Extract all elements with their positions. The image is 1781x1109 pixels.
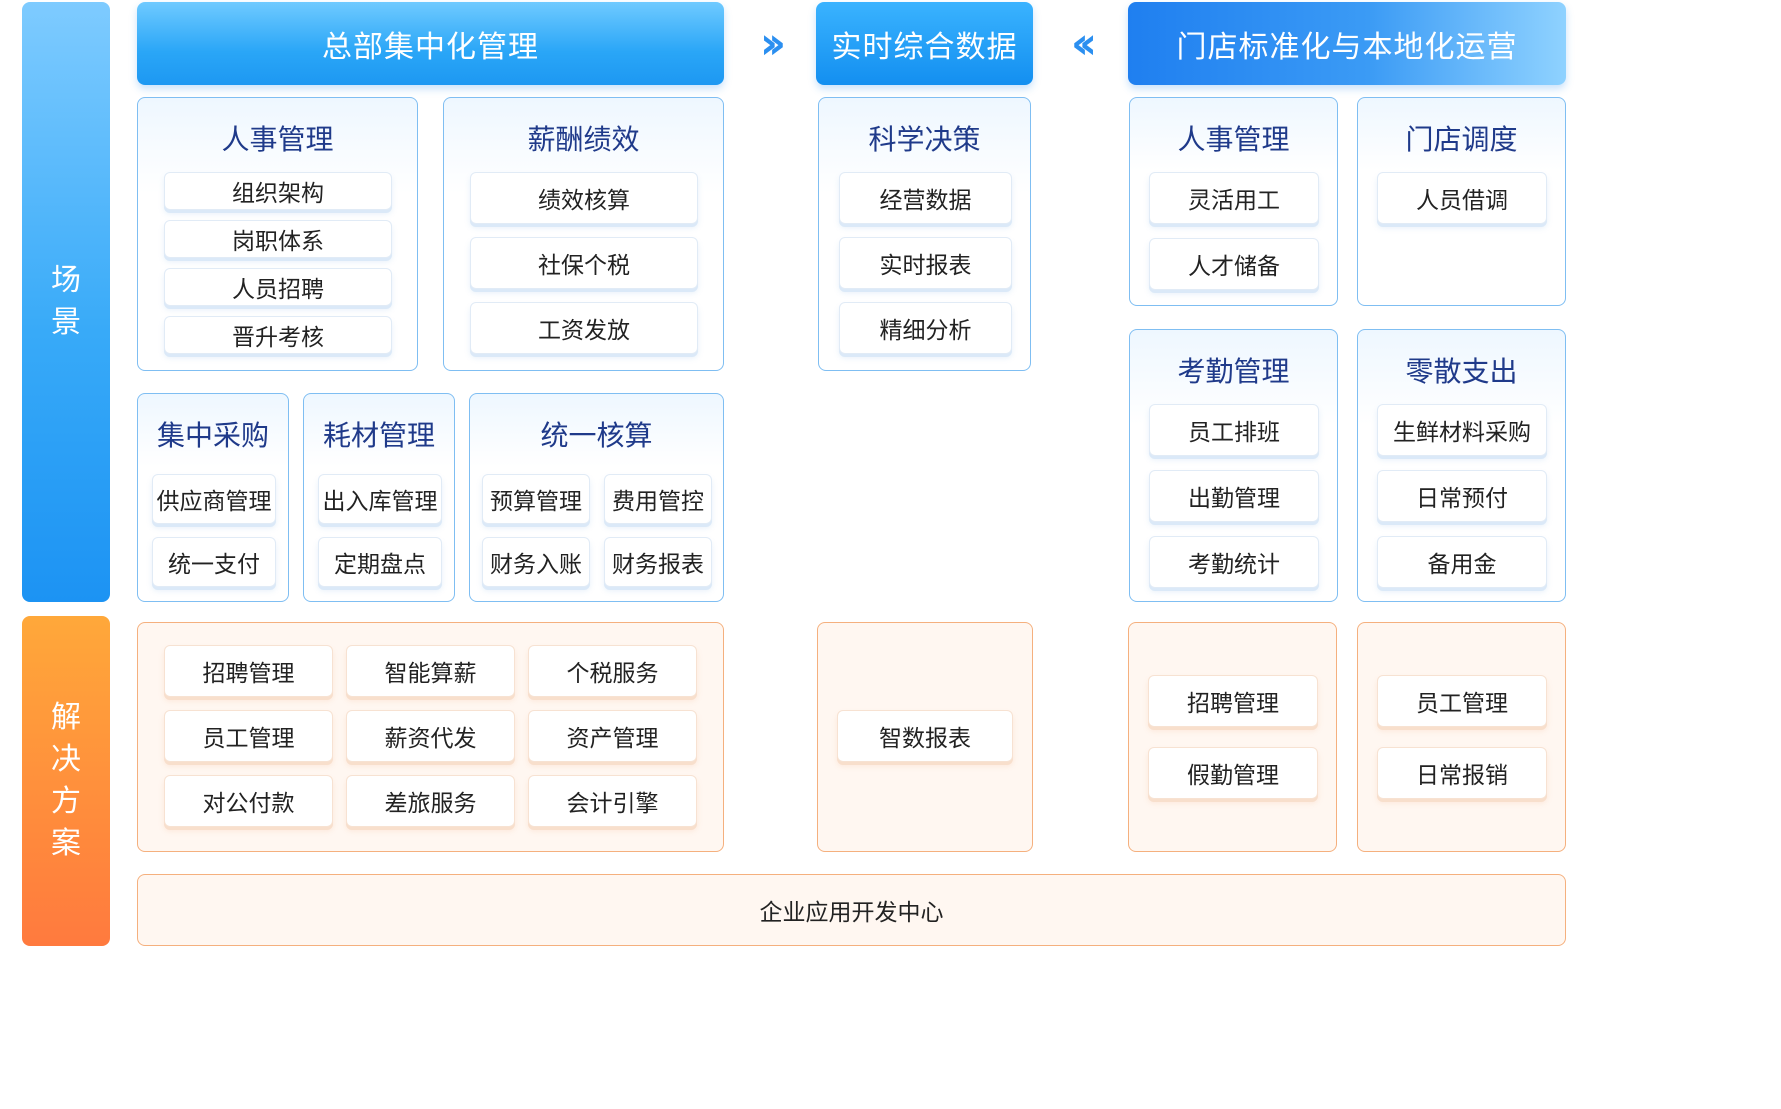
item-button[interactable]: 供应商管理 (152, 474, 276, 524)
item-button[interactable]: 人才储备 (1149, 238, 1319, 290)
item-button[interactable]: 经营数据 (839, 172, 1012, 224)
solution-card-store-a: 招聘管理 假勤管理 (1128, 622, 1337, 852)
item-button[interactable]: 组织架构 (164, 172, 392, 210)
item-button[interactable]: 生鲜材料采购 (1377, 404, 1547, 456)
solution-card-hq: 招聘管理 智能算薪 个税服务 员工管理 薪资代发 资产管理 对公付款 差旅服务 … (137, 622, 724, 852)
solution-button[interactable]: 日常报销 (1377, 747, 1547, 799)
item-button[interactable]: 日常预付 (1377, 470, 1547, 522)
card-store-expense: 零散支出 生鲜材料采购 日常预付 备用金 (1357, 329, 1566, 602)
card-title: 零散支出 (1405, 355, 1518, 388)
solution-card-store-b: 员工管理 日常报销 (1357, 622, 1566, 852)
card-title: 门店调度 (1405, 123, 1518, 156)
solution-button[interactable]: 智能算薪 (346, 645, 515, 697)
item-button[interactable]: 统一支付 (152, 537, 276, 587)
header-hq: 总部集中化管理 (137, 2, 724, 85)
scene-char: 场 (51, 263, 81, 298)
card-title: 考勤管理 (1177, 355, 1290, 388)
solution-button[interactable]: 差旅服务 (346, 775, 515, 827)
card-title: 集中采购 (156, 419, 269, 452)
item-button[interactable]: 定期盘点 (318, 537, 442, 587)
solution-button[interactable]: 招聘管理 (164, 645, 333, 697)
card-title: 统一核算 (540, 419, 653, 452)
solution-button[interactable]: 招聘管理 (1148, 675, 1318, 727)
item-button[interactable]: 备用金 (1377, 536, 1547, 588)
solution-char: 案 (51, 826, 81, 861)
solution-button[interactable]: 员工管理 (1377, 675, 1547, 727)
solution-button[interactable]: 智数报表 (837, 710, 1013, 762)
solution-button[interactable]: 薪资代发 (346, 710, 515, 762)
card-store-dispatch: 门店调度 人员借调 (1357, 97, 1566, 306)
card-title: 人事管理 (1177, 123, 1290, 156)
item-button[interactable]: 财务报表 (604, 537, 712, 587)
solution-button[interactable]: 对公付款 (164, 775, 333, 827)
scene-char: 景 (51, 305, 81, 340)
item-button[interactable]: 绩效核算 (470, 172, 698, 224)
item-button[interactable]: 灵活用工 (1149, 172, 1319, 224)
solution-button[interactable]: 个税服务 (528, 645, 697, 697)
solution-sidebar: 解 决 方 案 (22, 616, 110, 946)
footer-dev-center[interactable]: 企业应用开发中心 (137, 874, 1566, 946)
item-button[interactable]: 岗职体系 (164, 220, 392, 258)
card-hq-purchase: 集中采购 供应商管理 统一支付 (137, 393, 289, 602)
item-button[interactable]: 出入库管理 (318, 474, 442, 524)
item-button[interactable]: 考勤统计 (1149, 536, 1319, 588)
item-button[interactable]: 精细分析 (839, 302, 1012, 354)
card-store-hr: 人事管理 灵活用工 人才储备 (1129, 97, 1338, 306)
card-store-attendance: 考勤管理 员工排班 出勤管理 考勤统计 (1129, 329, 1338, 602)
item-button[interactable]: 费用管控 (604, 474, 712, 524)
item-button[interactable]: 工资发放 (470, 302, 698, 354)
solution-button[interactable]: 资产管理 (528, 710, 697, 762)
solution-card-realtime: 智数报表 (817, 622, 1033, 852)
arrow-left-icon: ‹‹ (1070, 17, 1097, 69)
solution-button[interactable]: 假勤管理 (1148, 747, 1318, 799)
card-title: 薪酬绩效 (527, 123, 640, 156)
card-title: 科学决策 (868, 123, 981, 156)
item-button[interactable]: 预算管理 (482, 474, 590, 524)
header-store: 门店标准化与本地化运营 (1128, 2, 1566, 85)
scene-sidebar: 场 景 (22, 2, 110, 602)
item-button[interactable]: 财务入账 (482, 537, 590, 587)
solution-char: 解 (51, 700, 81, 735)
arrow-right-icon: ›› (759, 17, 786, 69)
card-hq-hr: 人事管理 组织架构 岗职体系 人员招聘 晋升考核 (137, 97, 418, 371)
item-button[interactable]: 员工排班 (1149, 404, 1319, 456)
header-realtime: 实时综合数据 (816, 2, 1033, 85)
item-button[interactable]: 社保个税 (470, 237, 698, 289)
solution-button[interactable]: 会计引擎 (528, 775, 697, 827)
solution-button[interactable]: 员工管理 (164, 710, 333, 762)
item-button[interactable]: 人员招聘 (164, 268, 392, 306)
item-button[interactable]: 晋升考核 (164, 316, 392, 354)
card-hq-material: 耗材管理 出入库管理 定期盘点 (303, 393, 455, 602)
card-realtime-decision: 科学决策 经营数据 实时报表 精细分析 (818, 97, 1031, 371)
item-button[interactable]: 实时报表 (839, 237, 1012, 289)
solution-char: 决 (51, 742, 81, 777)
card-title: 耗材管理 (322, 419, 435, 452)
card-hq-pay: 薪酬绩效 绩效核算 社保个税 工资发放 (443, 97, 724, 371)
item-button[interactable]: 出勤管理 (1149, 470, 1319, 522)
card-title: 人事管理 (221, 123, 334, 156)
item-button[interactable]: 人员借调 (1377, 172, 1547, 224)
solution-char: 方 (51, 784, 81, 819)
card-hq-accounting: 统一核算 预算管理 费用管控 财务入账 财务报表 (469, 393, 724, 602)
